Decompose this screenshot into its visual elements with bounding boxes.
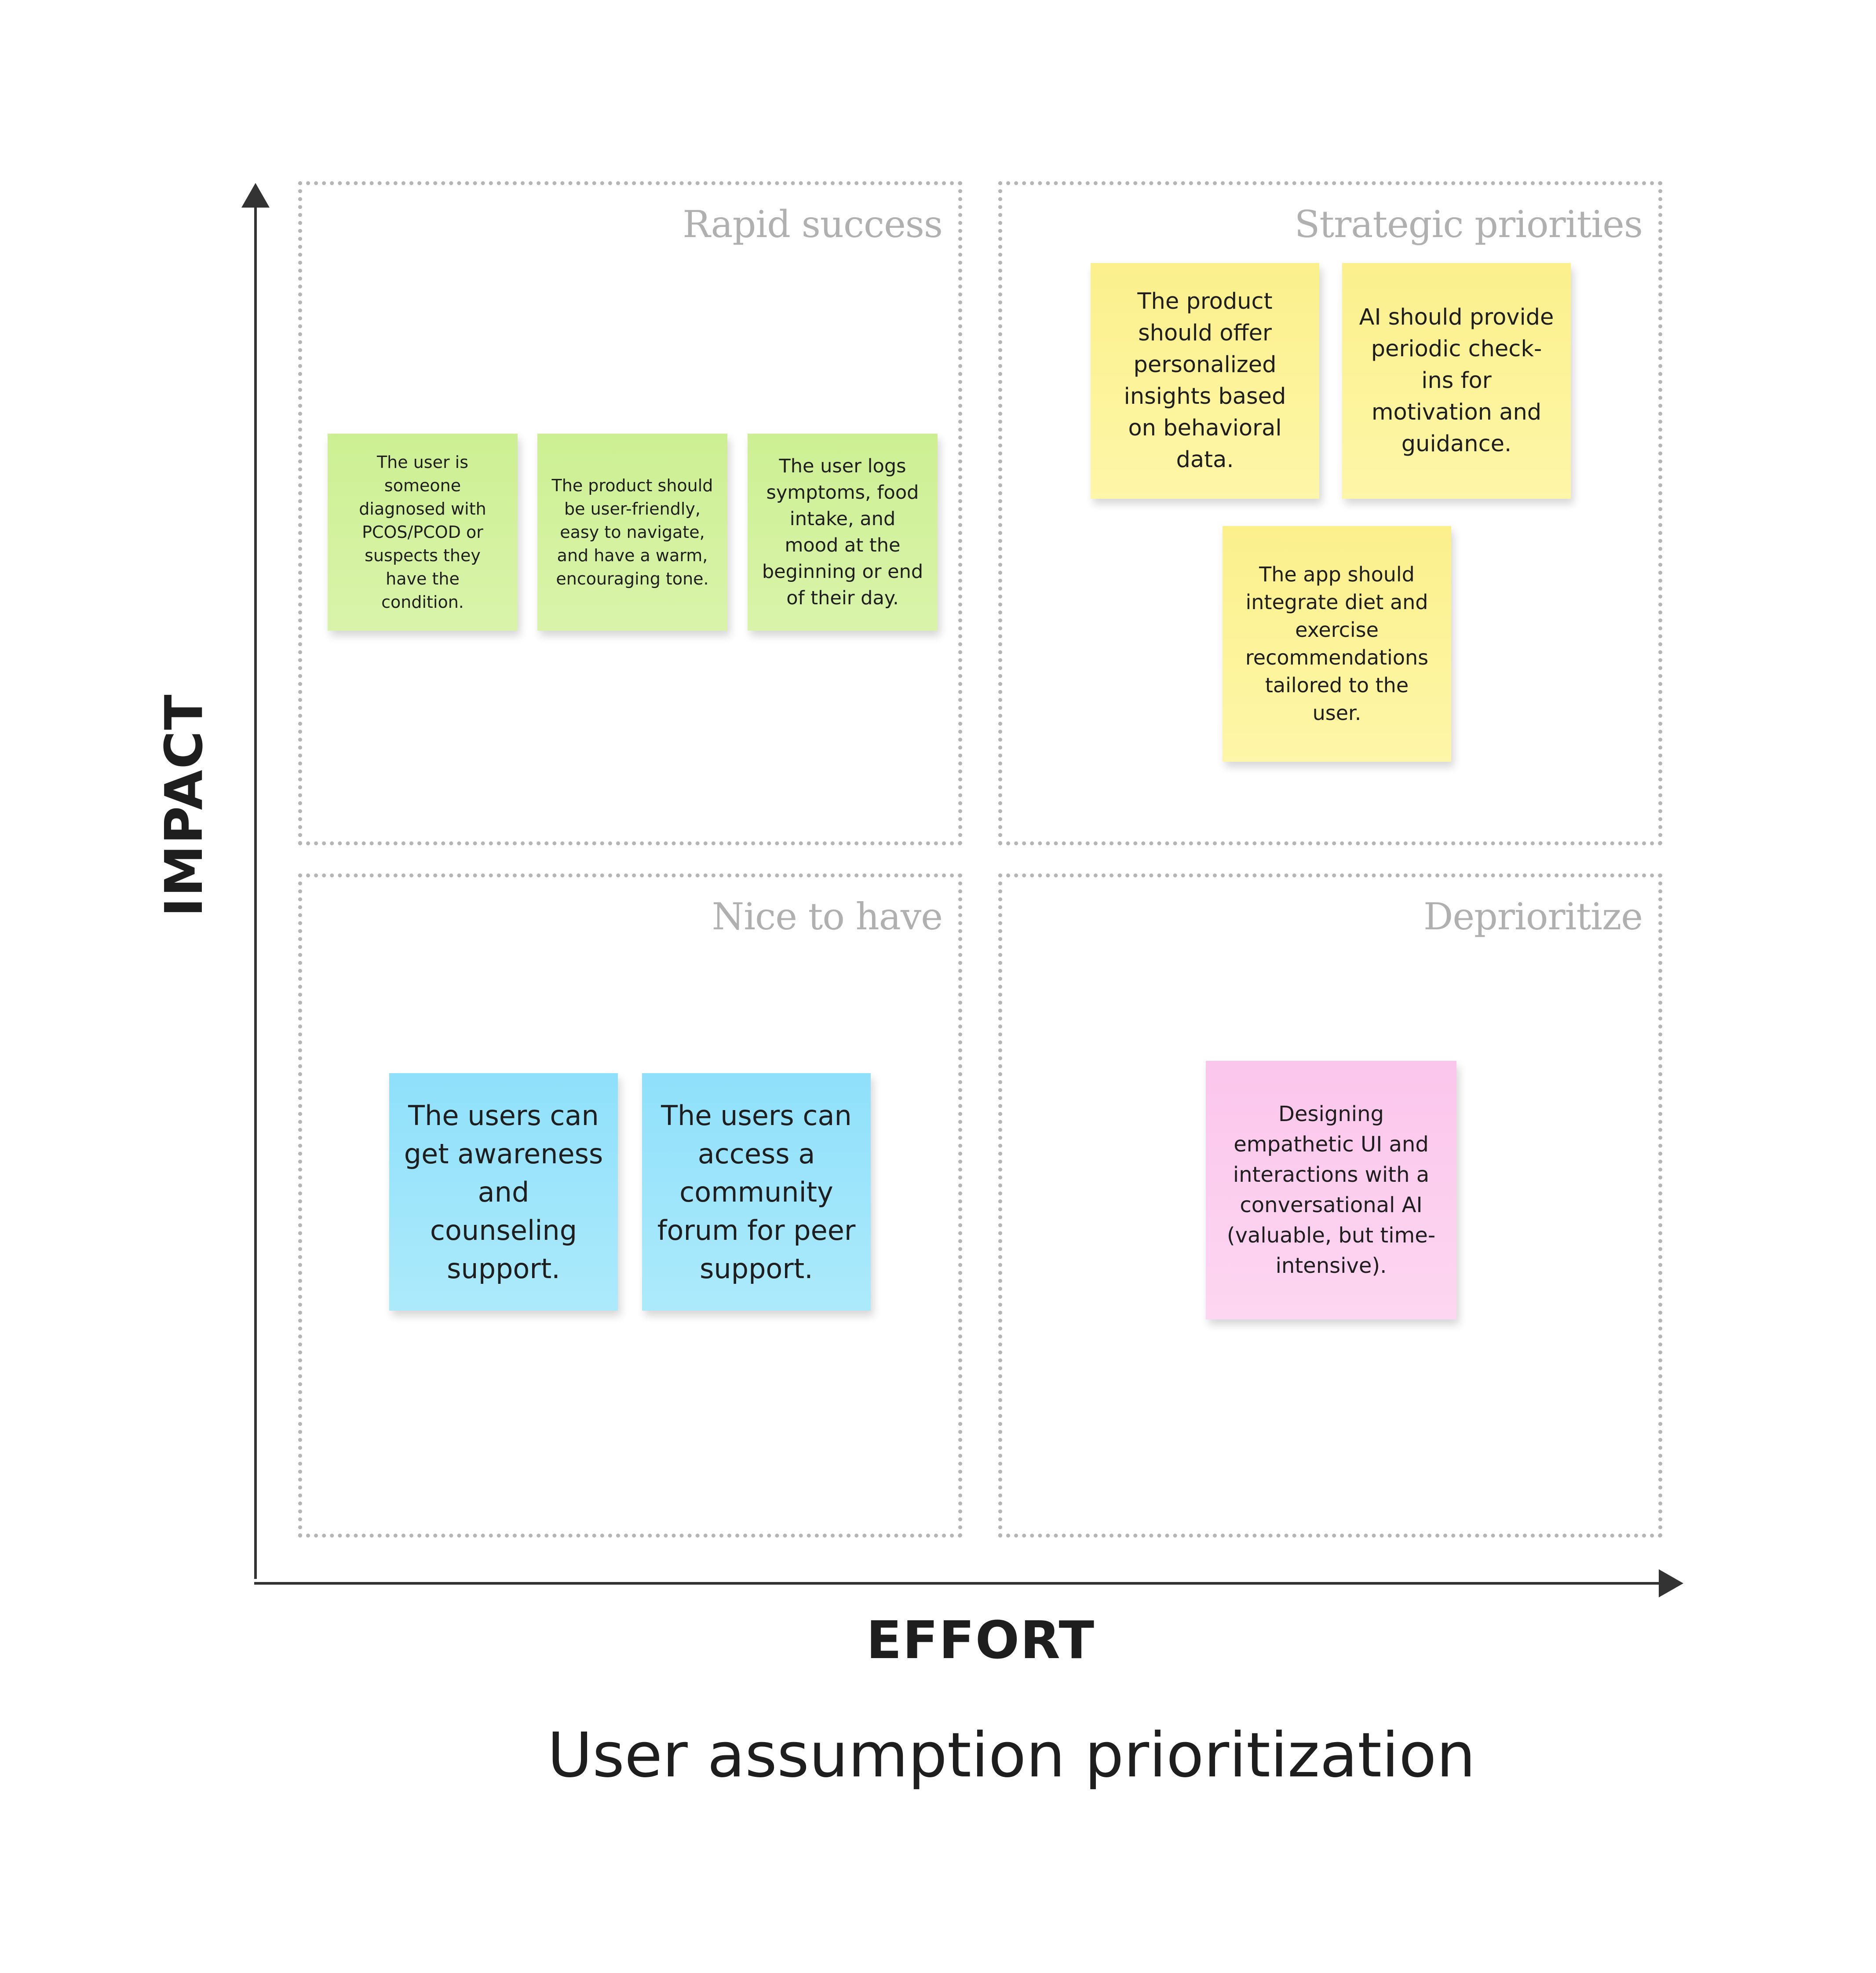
sticky-note[interactable]: The user logs symptoms, food intake, and… [748,434,938,631]
sticky-note-text: The users can get awareness and counseli… [404,1099,603,1285]
y-axis-label: IMPACT [153,694,214,917]
y-axis-line [254,194,257,1579]
sticky-note[interactable]: The users can access a community forum f… [642,1073,871,1311]
y-axis-arrow-icon [241,183,270,208]
quadrant-title: Rapid success [683,203,943,246]
sticky-note[interactable]: The app should integrate diet and exerci… [1223,526,1451,762]
sticky-note-text: The user is someone diagnosed with PCOS/… [359,452,486,612]
x-axis-label: EFFORT [866,1610,1095,1670]
quadrant-title: Deprioritize [1423,895,1643,938]
sticky-note[interactable]: AI should provide periodic check-ins for… [1342,263,1571,499]
sticky-note-text: The app should integrate diet and exerci… [1245,563,1429,725]
sticky-note-text: AI should provide periodic check-ins for… [1359,304,1554,457]
x-axis-arrow-icon [1659,1569,1683,1597]
quadrant-title: Nice to have [712,895,943,938]
quadrant-strategic-priorities: Strategic priorities [998,181,1662,845]
page-title: User assumption prioritization [547,1720,1476,1791]
quadrant-nice-to-have: Nice to have [298,873,962,1538]
sticky-note[interactable]: The product should offer personalized in… [1091,263,1319,499]
sticky-note[interactable]: The product should be user-friendly, eas… [537,434,727,631]
sticky-note[interactable]: The users can get awareness and counseli… [389,1073,618,1311]
sticky-note-text: The product should be user-friendly, eas… [551,475,713,588]
sticky-note-text: The user logs symptoms, food intake, and… [762,455,923,609]
quadrant-title: Strategic priorities [1294,203,1643,246]
sticky-note-text: Designing empathetic UI and interactions… [1226,1102,1436,1278]
sticky-note-text: The product should offer personalized in… [1124,289,1286,473]
sticky-note-text: The users can access a community forum f… [657,1099,856,1285]
quadrant-rapid-success: Rapid success [298,181,962,845]
sticky-note[interactable]: Designing empathetic UI and interactions… [1206,1061,1456,1319]
quadrant-deprioritize: Deprioritize [998,873,1662,1538]
x-axis-line [254,1582,1666,1585]
sticky-note[interactable]: The user is someone diagnosed with PCOS/… [328,434,518,631]
